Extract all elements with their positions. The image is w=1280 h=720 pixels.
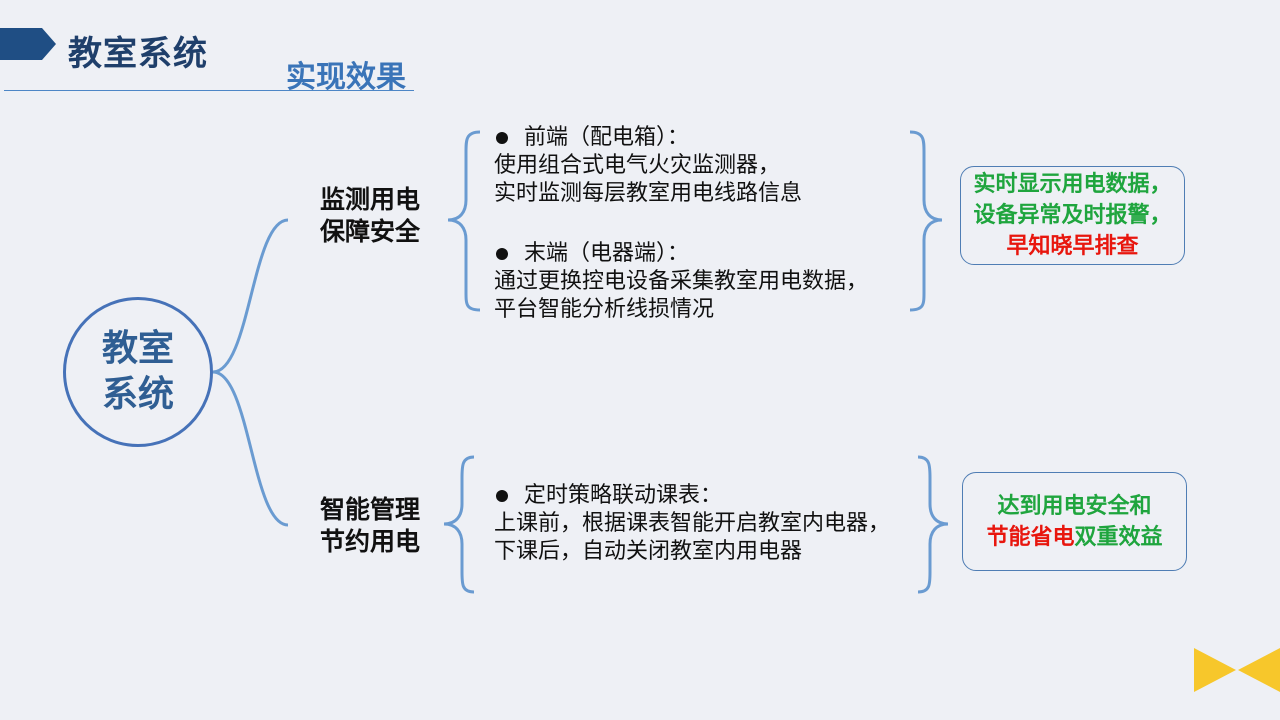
- bullet-icon: [496, 132, 508, 144]
- bullet-icon: [496, 490, 508, 502]
- detail-line: 上课前，根据课表智能开启教室内电器，: [494, 511, 891, 536]
- detail-line: 下课后，自动关闭教室内用电器: [494, 539, 803, 564]
- result-line: 实时显示用电数据，: [973, 172, 1172, 197]
- result-line: 早知晓早排查: [1006, 234, 1139, 259]
- detail-line: 使用组合式电气火灾监测器，: [494, 153, 781, 178]
- title-divider: [4, 90, 414, 91]
- brace-right-top: [909, 130, 943, 312]
- brace-left-bottom: [443, 455, 475, 594]
- result-line: 达到用电安全和: [997, 493, 1152, 519]
- page-subtitle: 实现效果: [286, 60, 406, 95]
- detail-schedule-strategy: 定时策略联动课表： 上课前，根据课表智能开启教室内电器， 下课后，自动关闭教室内…: [494, 482, 890, 566]
- chevron-arrow-icon: [0, 28, 56, 60]
- center-node-label: 教室系统: [101, 328, 174, 415]
- detail-line: 实时监测每层教室用电线路信息: [494, 181, 803, 206]
- brace-right-bottom: [917, 455, 949, 594]
- detail-heading: 末端（电器端）：: [524, 241, 690, 266]
- result-box-monitoring: 实时显示用电数据， 设备异常及时报警， 早知晓早排查: [960, 166, 1185, 265]
- detail-end-device: 末端（电器端）： 通过更换控电设备采集教室用电数据， 平台智能分析线损情况: [494, 240, 868, 324]
- branch-label-monitoring: 监测用电保障安全: [320, 185, 421, 246]
- connector-to-bottom-branch: [212, 370, 289, 527]
- detail-line: 通过更换控电设备采集教室用电数据，: [494, 269, 869, 294]
- detail-front-end: 前端（配电箱）： 使用组合式电气火灾监测器， 实时监测每层教室用电线路信息: [494, 124, 802, 208]
- bullet-icon: [496, 248, 508, 260]
- result-line: 节能省电双重效益: [963, 522, 1186, 553]
- center-node: 教室系统: [63, 297, 213, 447]
- detail-heading: 前端（配电箱）：: [524, 125, 690, 150]
- brace-left-top: [447, 130, 481, 312]
- result-box-smart-management: 达到用电安全和 节能省电双重效益: [962, 472, 1187, 571]
- page-title: 教室系统: [68, 34, 208, 74]
- bowtie-triangles-icon: [1194, 648, 1280, 692]
- branch-label-smart-management: 智能管理节约用电: [320, 495, 421, 556]
- detail-line: 平台智能分析线损情况: [494, 297, 715, 322]
- detail-heading: 定时策略联动课表：: [524, 483, 723, 508]
- result-highlight-red: 节能省电: [986, 524, 1075, 550]
- connector-to-top-branch: [212, 218, 289, 374]
- result-line: 设备异常及时报警，: [973, 203, 1172, 228]
- result-highlight-green: 双重效益: [1074, 524, 1163, 550]
